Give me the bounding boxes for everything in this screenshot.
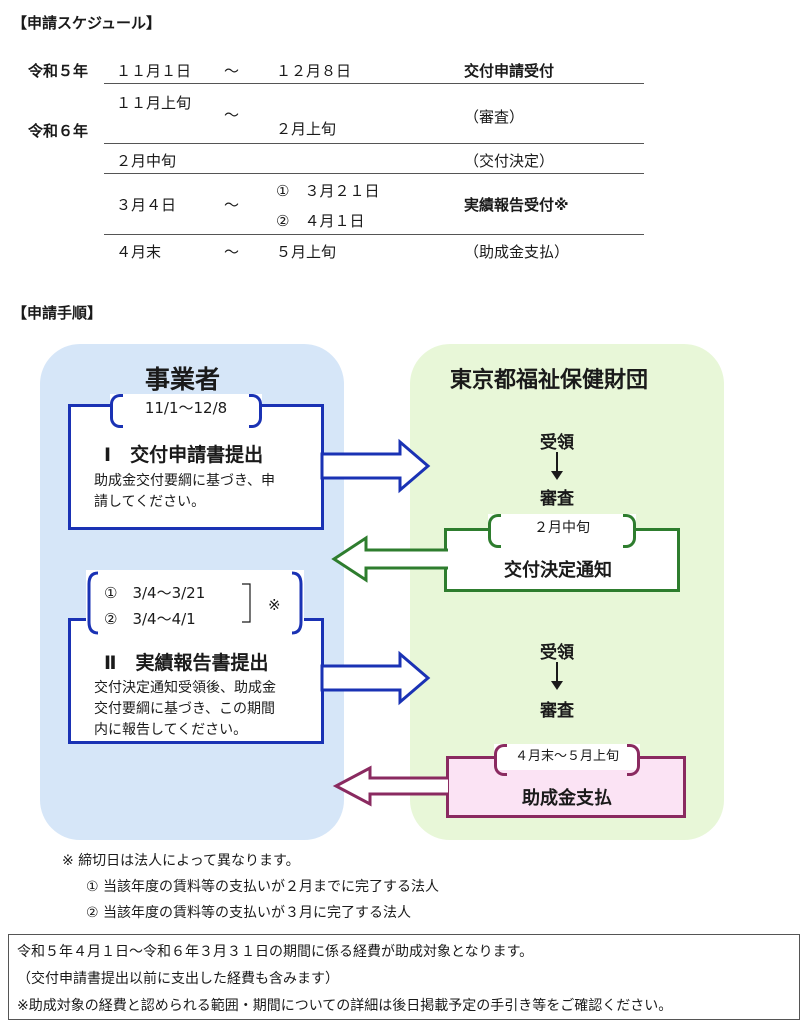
step1-period: 11/1～12/8 <box>110 394 262 428</box>
step2-box <box>68 618 324 744</box>
date-from: ３月４日 <box>116 196 177 214</box>
tilde: ～ <box>224 196 240 214</box>
step2-desc-3: 内に報告してください。 <box>94 722 248 738</box>
left-arrow-icon <box>331 535 448 583</box>
payment-period: ４月末～５月上旬 <box>494 744 640 776</box>
stage-label: 実績報告受付※ <box>464 196 569 214</box>
date-to: １２月８日 <box>276 62 352 80</box>
date-from: ４月末 <box>116 243 162 261</box>
note-main: ※ 締切日は法人によって異なります。 <box>62 853 300 869</box>
row-divider <box>104 234 644 235</box>
step2-desc-2: 交付要綱に基づき、この期間 <box>94 701 276 717</box>
stage-label: 交付申請受付 <box>464 62 555 80</box>
note-2: ② 当該年度の賃料等の支払いが３月に完了する法人 <box>86 905 411 921</box>
step2-period-box <box>86 570 304 636</box>
date-from: ２月中旬 <box>116 152 177 170</box>
foundation-heading: 東京都福祉保健財団 <box>450 368 649 393</box>
step2-note-mark: ※ <box>268 596 281 614</box>
stage-label: （交付決定） <box>464 152 555 170</box>
step1-title: Ⅰ 交付申請書提出 <box>104 444 264 466</box>
schedule-title: 【申請スケジュール】 <box>12 14 161 32</box>
tilde: ～ <box>224 62 240 80</box>
decision-period: ２月中旬 <box>488 514 636 548</box>
review-label: 審査 <box>540 489 574 509</box>
date-from: １１月上旬 <box>116 94 192 112</box>
eligibility-note-box: 令和５年４月１日～令和６年３月３１日の期間に係る経費が助成対象となります。 （交… <box>8 934 800 1020</box>
step1-desc-2: 請してください。 <box>94 494 206 510</box>
receive-label: 受領 <box>540 643 574 663</box>
decision-title: 交付決定通知 <box>504 560 612 581</box>
right-arrow-icon <box>320 650 431 706</box>
tilde: ～ <box>224 243 240 261</box>
step1-desc-1: 助成金交付要綱に基づき、申 <box>94 473 276 489</box>
applicant-heading: 事業者 <box>145 365 221 394</box>
receive-label: 受領 <box>540 433 574 453</box>
date-to: ５月上旬 <box>276 243 337 261</box>
down-arrow-icon <box>551 662 563 690</box>
step2-title: Ⅱ 実績報告書提出 <box>104 652 269 674</box>
date-to: ２月上旬 <box>276 120 337 138</box>
year-label: 令和５年 <box>28 62 89 80</box>
eligibility-line-2: （交付申請書提出以前に支出した経費も含みます） <box>17 971 339 987</box>
row-divider <box>104 173 644 174</box>
date-to-1: ① ３月２１日 <box>276 182 380 200</box>
stage-label: （助成金支払） <box>464 243 570 261</box>
payment-title: 助成金支払 <box>522 788 612 809</box>
date-to-2: ② ４月１日 <box>276 212 365 230</box>
step2-bracket-icon <box>87 571 303 635</box>
step2-period-1: ① 3/4～3/21 <box>104 584 206 602</box>
eligibility-line-1: 令和５年４月１日～令和６年３月３１日の期間に係る経費が助成対象となります。 <box>17 944 534 960</box>
eligibility-line-3: ※助成対象の経費と認められる範囲・期間についての詳細は後日掲載予定の手引き等をご… <box>17 998 673 1014</box>
note-1: ① 当該年度の賃料等の支払いが２月までに完了する法人 <box>86 879 439 895</box>
step2-period-2: ② 3/4～4/1 <box>104 610 196 628</box>
row-divider <box>104 83 644 84</box>
year-label: 令和６年 <box>28 122 89 140</box>
left-arrow-icon <box>332 765 448 807</box>
review-label: 審査 <box>540 701 574 721</box>
tilde: ～ <box>224 106 240 124</box>
procedure-title: 【申請手順】 <box>12 304 103 322</box>
row-divider <box>104 143 644 144</box>
step2-desc-1: 交付決定通知受領後、助成金 <box>94 680 276 696</box>
stage-label: （審査） <box>464 108 525 126</box>
down-arrow-icon <box>551 452 563 480</box>
right-arrow-icon <box>320 438 431 494</box>
date-from: １１月１日 <box>116 62 192 80</box>
